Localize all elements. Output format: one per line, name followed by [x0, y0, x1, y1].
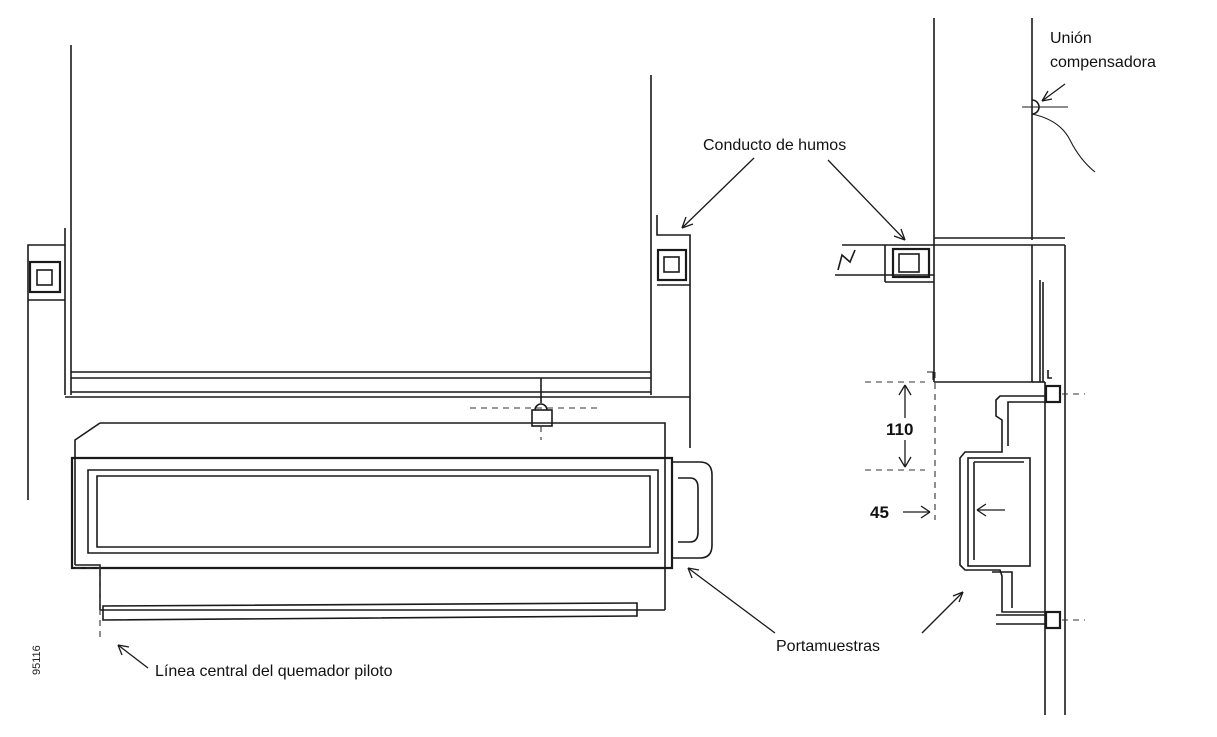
dimension-110 — [865, 371, 936, 520]
label-conducto-humos: Conducto de humos — [703, 137, 846, 154]
left-flue-port — [28, 260, 62, 294]
label-dimension-110: 110 — [886, 420, 913, 439]
pilot-burner-lock — [470, 378, 600, 440]
sample-holder-tray — [70, 456, 713, 570]
label-portamuestras: Portamuestras — [776, 638, 880, 655]
label-linea-central: Línea central del quemador piloto — [155, 663, 393, 680]
front-view — [27, 45, 713, 640]
right-flue-port — [656, 248, 688, 282]
figure-id: 95116 — [31, 645, 43, 675]
side-view — [835, 18, 1096, 715]
side-flue-port — [891, 247, 931, 279]
label-union-line1: Unión — [1050, 30, 1092, 47]
compensator-joint — [1022, 99, 1096, 173]
leader-arrows — [117, 83, 1066, 669]
label-dimension-45: 45 — [870, 503, 889, 522]
side-sample-holder — [959, 395, 1045, 613]
label-union-line2: compensadora — [1050, 54, 1156, 71]
